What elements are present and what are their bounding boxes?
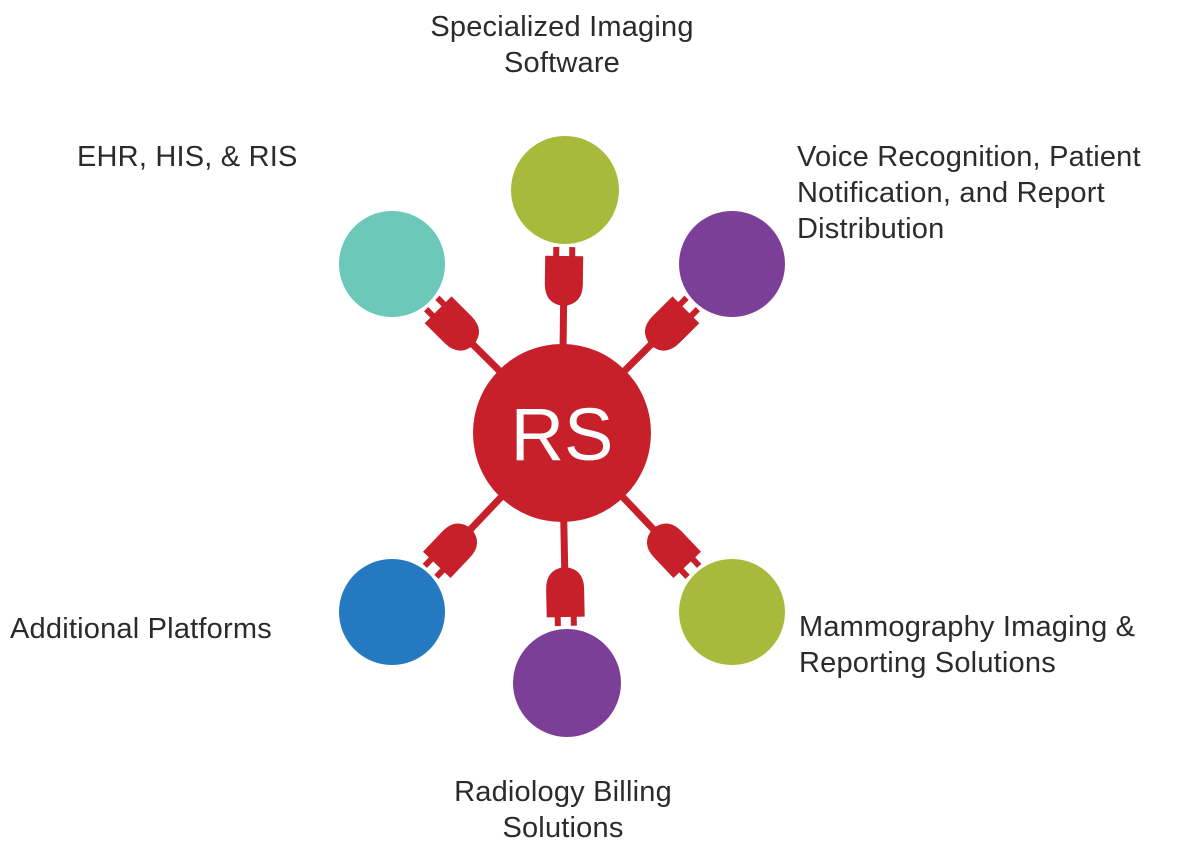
label-additional-platforms: Additional Platforms <box>10 613 272 645</box>
hub-circle <box>473 344 651 522</box>
plug-body-radiology-billing <box>546 567 585 618</box>
label-mammography: Mammography Imaging & Reporting Solution… <box>799 611 1136 679</box>
prong-base-mammography-1 <box>678 567 690 579</box>
prong-base-specialized-imaging-0 <box>553 246 560 257</box>
plug-body-voice-recognition <box>645 296 700 351</box>
prong-base-specialized-imaging-1 <box>569 247 576 258</box>
node-circle-specialized-imaging <box>511 136 619 244</box>
node-circle-ehr-his-ris <box>339 211 445 317</box>
label-radiology-billing: Radiology Billing Solutions <box>454 776 672 844</box>
node-circle-mammography <box>679 559 785 665</box>
plug-mammography <box>614 488 712 590</box>
plug-radiology-billing <box>546 512 585 642</box>
plug-body-additional-platforms <box>422 523 478 578</box>
label-ehr-his-ris: EHR, HIS, & RIS <box>77 141 298 173</box>
cable-radiology-billing <box>560 512 569 578</box>
cable-additional-platforms <box>461 488 510 539</box>
prong-base-additional-platforms-0 <box>434 567 446 579</box>
plug-body-mammography <box>646 523 702 578</box>
satellite-nodes <box>339 136 785 737</box>
prong-base-ehr-his-ris-0 <box>423 307 436 319</box>
label-specialized-imaging: Specialized Imaging Software <box>430 11 694 79</box>
prong-base-radiology-billing-1 <box>554 616 561 627</box>
node-circle-voice-recognition <box>679 211 785 317</box>
node-circle-additional-platforms <box>339 559 445 665</box>
plug-ehr-his-ris <box>413 285 508 380</box>
plug-specialized-imaging <box>544 231 584 354</box>
label-voice-recognition: Voice Recognition, Patient Notification,… <box>797 141 1141 245</box>
prong-base-additional-platforms-1 <box>422 556 434 568</box>
node-circle-radiology-billing <box>513 629 621 737</box>
prong-base-ehr-his-ris-1 <box>435 295 447 307</box>
plug-body-ehr-his-ris <box>424 296 479 351</box>
hub-label: RS <box>511 393 614 476</box>
prong-base-radiology-billing-0 <box>570 615 577 626</box>
prong-base-voice-recognition-0 <box>677 295 689 307</box>
cable-mammography <box>614 488 663 539</box>
prong-base-voice-recognition-1 <box>688 307 701 319</box>
hub: RS <box>473 344 651 522</box>
plug-body-specialized-imaging <box>544 255 584 306</box>
prong-base-mammography-0 <box>690 556 702 568</box>
